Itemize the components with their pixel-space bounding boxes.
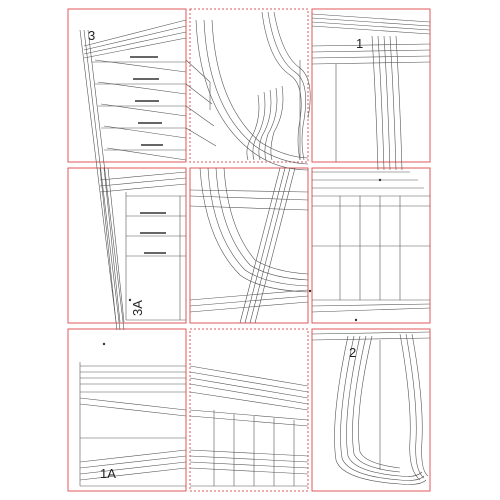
tile-r2-c1 (67, 167, 187, 324)
tile-r3-c3 (311, 328, 431, 492)
tile-r1-c2 (189, 8, 309, 163)
piece-label-3a: 3A (130, 300, 145, 316)
piece-3a-lines (99, 167, 187, 323)
piece-1a-lines (79, 362, 187, 487)
center-bottom-lines (189, 365, 309, 487)
center-top-curves (185, 11, 311, 171)
tile-r2-c3 (311, 167, 431, 324)
piece-3a-tags (140, 212, 166, 254)
piece-label-1a: 1A (100, 466, 116, 481)
center-middle-curves (189, 167, 309, 324)
tile-r2-c2 (189, 167, 309, 324)
tile-r1-c3 (311, 8, 431, 163)
piece-1-lines (311, 13, 431, 171)
piece-3-lines (79, 19, 187, 331)
piece-2-lines (311, 331, 431, 485)
piece-label-3: 3 (88, 28, 95, 43)
piece-label-2: 2 (349, 345, 356, 360)
piece-3-labels (130, 56, 163, 146)
tile-r3-c2 (189, 328, 309, 492)
piece-label-1: 1 (356, 36, 363, 51)
notch-marks (102, 178, 382, 346)
tile-grid (67, 8, 431, 492)
tile-r1-c1 (67, 8, 187, 163)
tile-r3-c1 (67, 328, 187, 492)
right-middle-panel (311, 171, 431, 313)
